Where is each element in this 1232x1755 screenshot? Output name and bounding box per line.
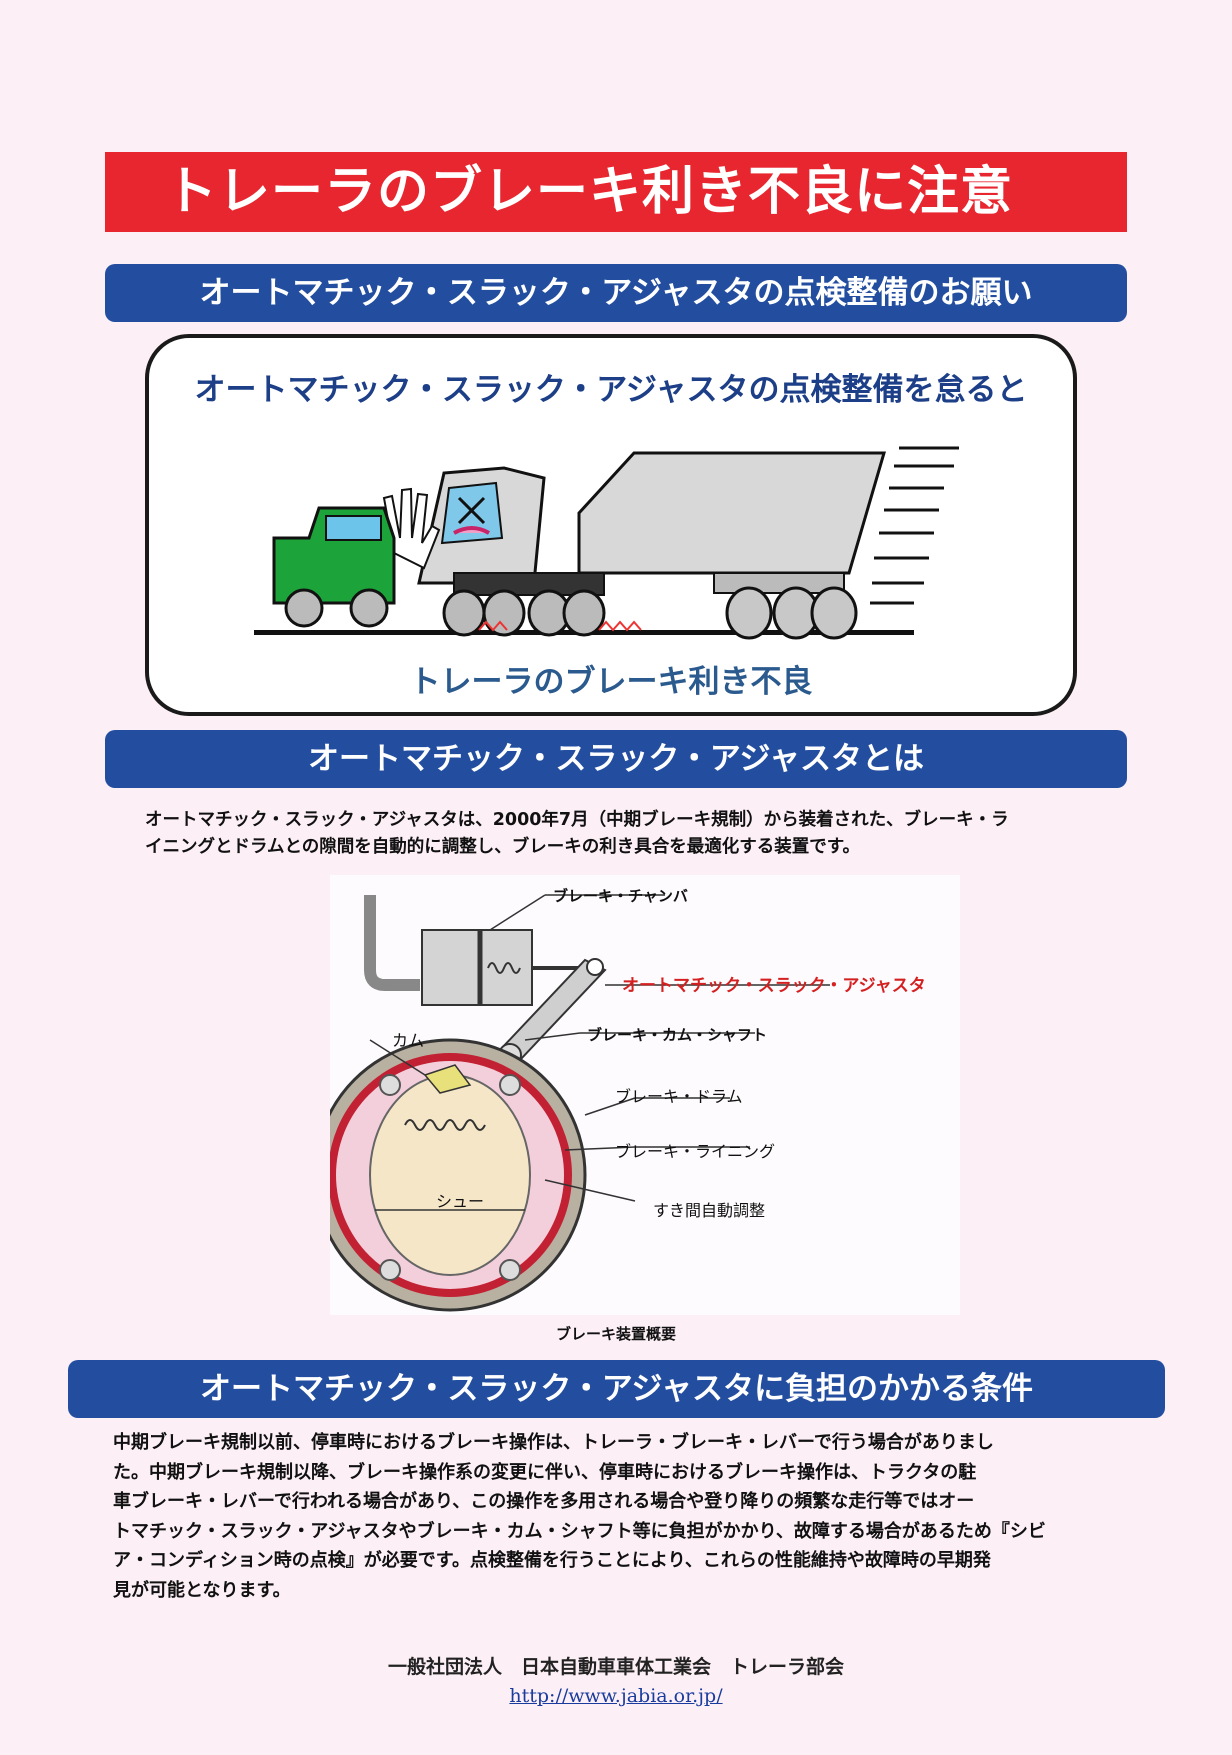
trailer-wheel: [725, 586, 773, 640]
diagram-caption: ブレーキ装置概要: [555, 1325, 676, 1343]
page-title: トレーラのブレーキ利き不良に注意: [105, 152, 1127, 232]
paragraph-line: た。中期ブレーキ規制以降、ブレーキ操作系の変更に伴い、停車時におけるブレーキ操作…: [113, 1461, 977, 1483]
hand-gesture: [382, 487, 441, 570]
website-link[interactable]: http://www.jabia.or.jp/: [509, 1685, 723, 1707]
paragraph-line: 見が可能となります。: [113, 1579, 291, 1601]
speed-lines: [870, 446, 959, 605]
leader-lines: [369, 894, 830, 1202]
trailer-body: [577, 451, 886, 575]
brake-shoe: [369, 1074, 531, 1276]
label-brake-lining: ブレーキ・ライニング: [615, 1142, 776, 1161]
paragraph-line: オートマチック・スラック・アジャスタは、2000年7月（中期ブレーキ規制）から装…: [145, 810, 1009, 830]
panel-caption: トレーラのブレーキ利き不良: [409, 664, 813, 700]
warning-illustration-panel: オートマチック・スラック・アジャスタの点検整備を怠ると: [145, 334, 1077, 716]
section-heading-what-is: オートマチック・スラック・アジャスタとは: [105, 730, 1127, 788]
panel-heading: オートマチック・スラック・アジャスタの点検整備を怠ると: [194, 372, 1028, 408]
brake-diagram: [330, 875, 960, 1315]
trailer-wheel: [810, 586, 858, 640]
label-slack-adjuster: オートマチック・スラック・アジャスタ: [622, 976, 926, 996]
label-brake-drum: ブレーキ・ドラム: [615, 1087, 743, 1106]
air-pipe: [364, 895, 420, 991]
return-spring: [404, 1119, 486, 1131]
intro-paragraph: オートマチック・スラック・アジャスタは、2000年7月（中期ブレーキ規制）から装…: [145, 807, 1105, 861]
paragraph-line: 中期ブレーキ規制以前、停車時におけるブレーキ操作は、トレーラ・ブレーキ・レバーで…: [113, 1432, 994, 1453]
tractor-wheel: [482, 589, 526, 637]
cam: [423, 1064, 472, 1094]
paragraph-line: イニングとドラムとの隙間を自動的に調整し、ブレーキの利き具合を最適化する装置です…: [145, 837, 861, 857]
label-cam-shaft: ブレーキ・カム・シャフト: [587, 1026, 768, 1044]
accident-illustration: [254, 446, 959, 640]
label-gap-adjust: すき間自動調整: [653, 1201, 766, 1220]
label-shoe: シュー: [436, 1192, 485, 1211]
paragraph-line: 車ブレーキ・レバーで行われる場合があり、この操作を多用される場合や登り降りの頻繁…: [113, 1491, 975, 1512]
conditions-paragraph: 中期ブレーキ規制以前、停車時におけるブレーキ操作は、トレーラ・ブレーキ・レバーで…: [113, 1428, 1133, 1605]
skid-marks: [478, 620, 642, 632]
paragraph-line: トマチック・スラック・アジャスタやブレーキ・カム・シャフト等に負担がかかり、故障…: [113, 1520, 1046, 1542]
car-wheel: [284, 588, 324, 628]
car-wheel: [349, 588, 389, 628]
brake-chamber: [421, 929, 533, 1006]
paragraph-line: ア・コンディション時の点検』が必要です。点検整備を行うことにより、これらの性能維…: [113, 1550, 991, 1571]
organization-name: 一般社団法人 日本自動車車体工業会 トレーラ部会: [387, 1656, 844, 1678]
tractor-wheel: [562, 589, 606, 637]
label-brake-chamber: ブレーキ・チャンバ: [553, 887, 688, 905]
tractor-wheel: [442, 589, 486, 637]
section-heading-request: オートマチック・スラック・アジャスタの点検整備のお願い: [105, 264, 1127, 322]
label-cam: カム: [392, 1031, 425, 1050]
section-heading-conditions: オートマチック・スラック・アジャスタに負担のかかる条件: [68, 1360, 1165, 1418]
